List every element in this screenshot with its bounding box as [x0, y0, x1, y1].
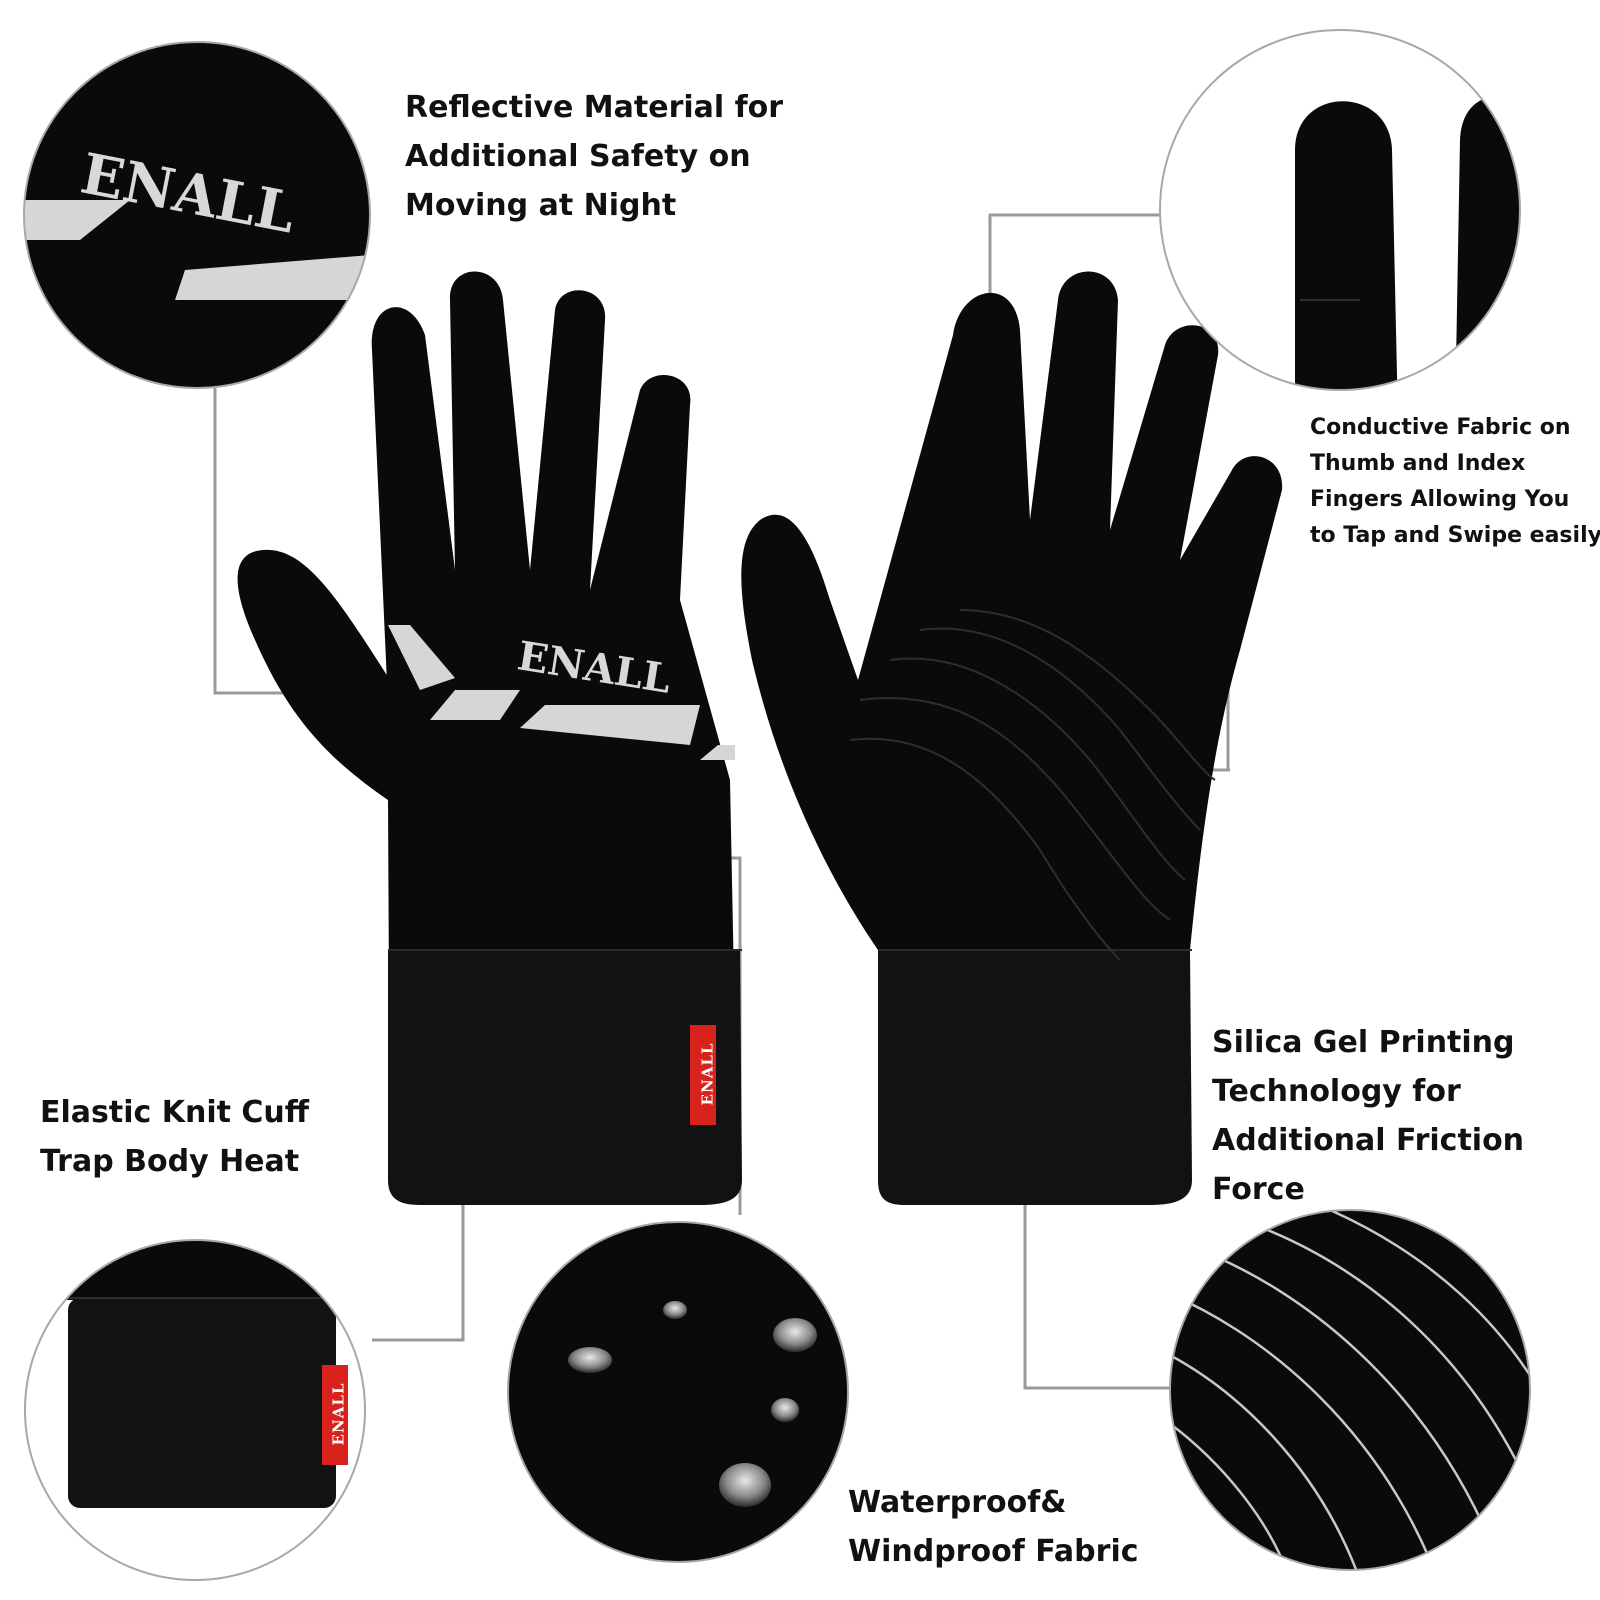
label-line: Trap Body Heat [40, 1144, 300, 1179]
label-line: Additional Safety on [405, 139, 751, 174]
silica-lines [849, 609, 1216, 961]
brand-tag-text: ENALL [698, 1042, 717, 1106]
brand-tag-text-closeup: ENALL [329, 1382, 348, 1446]
feature-label-reflective: Reflective Material for Additional Safet… [405, 83, 783, 230]
feature-label-conductive: Conductive Fabric on Thumb and Index Fin… [1310, 410, 1600, 554]
feature-label-silica: Silica Gel Printing Technology for Addit… [1212, 1018, 1524, 1214]
left-glove [237, 271, 742, 1205]
label-line: Elastic Knit Cuff [40, 1095, 310, 1130]
label-line: Waterproof& [848, 1485, 1067, 1520]
feature-label-waterproof: Waterproof& Windproof Fabric [848, 1478, 1139, 1576]
label-line: Silica Gel Printing [1212, 1025, 1515, 1060]
leader-conductive [988, 213, 1165, 325]
label-line: Fingers Allowing You [1310, 487, 1570, 512]
circle-conductive-closeup [1159, 29, 1521, 391]
label-line: Conductive Fabric on [1310, 415, 1571, 440]
label-line: Reflective Material for [405, 90, 784, 125]
label-line: Moving at Night [405, 188, 677, 223]
label-line: Thumb and Index [1310, 451, 1526, 476]
label-line: Force [1212, 1172, 1305, 1207]
label-line: Technology for [1212, 1074, 1461, 1109]
right-glove [741, 271, 1283, 1205]
label-line: Additional Friction [1212, 1123, 1525, 1158]
reflective-strip [388, 625, 735, 760]
circle-silica-closeup [1169, 1209, 1531, 1571]
circle-waterproof-closeup [507, 1221, 849, 1563]
circle-cuff-closeup [24, 1239, 366, 1581]
label-line: Windproof Fabric [848, 1534, 1139, 1569]
brand-tag [690, 1025, 716, 1125]
circle-reflective-closeup [23, 41, 371, 389]
label-line: to Tap and Swipe easily [1310, 523, 1600, 548]
feature-label-cuff: Elastic Knit Cuff Trap Body Heat [40, 1088, 309, 1186]
